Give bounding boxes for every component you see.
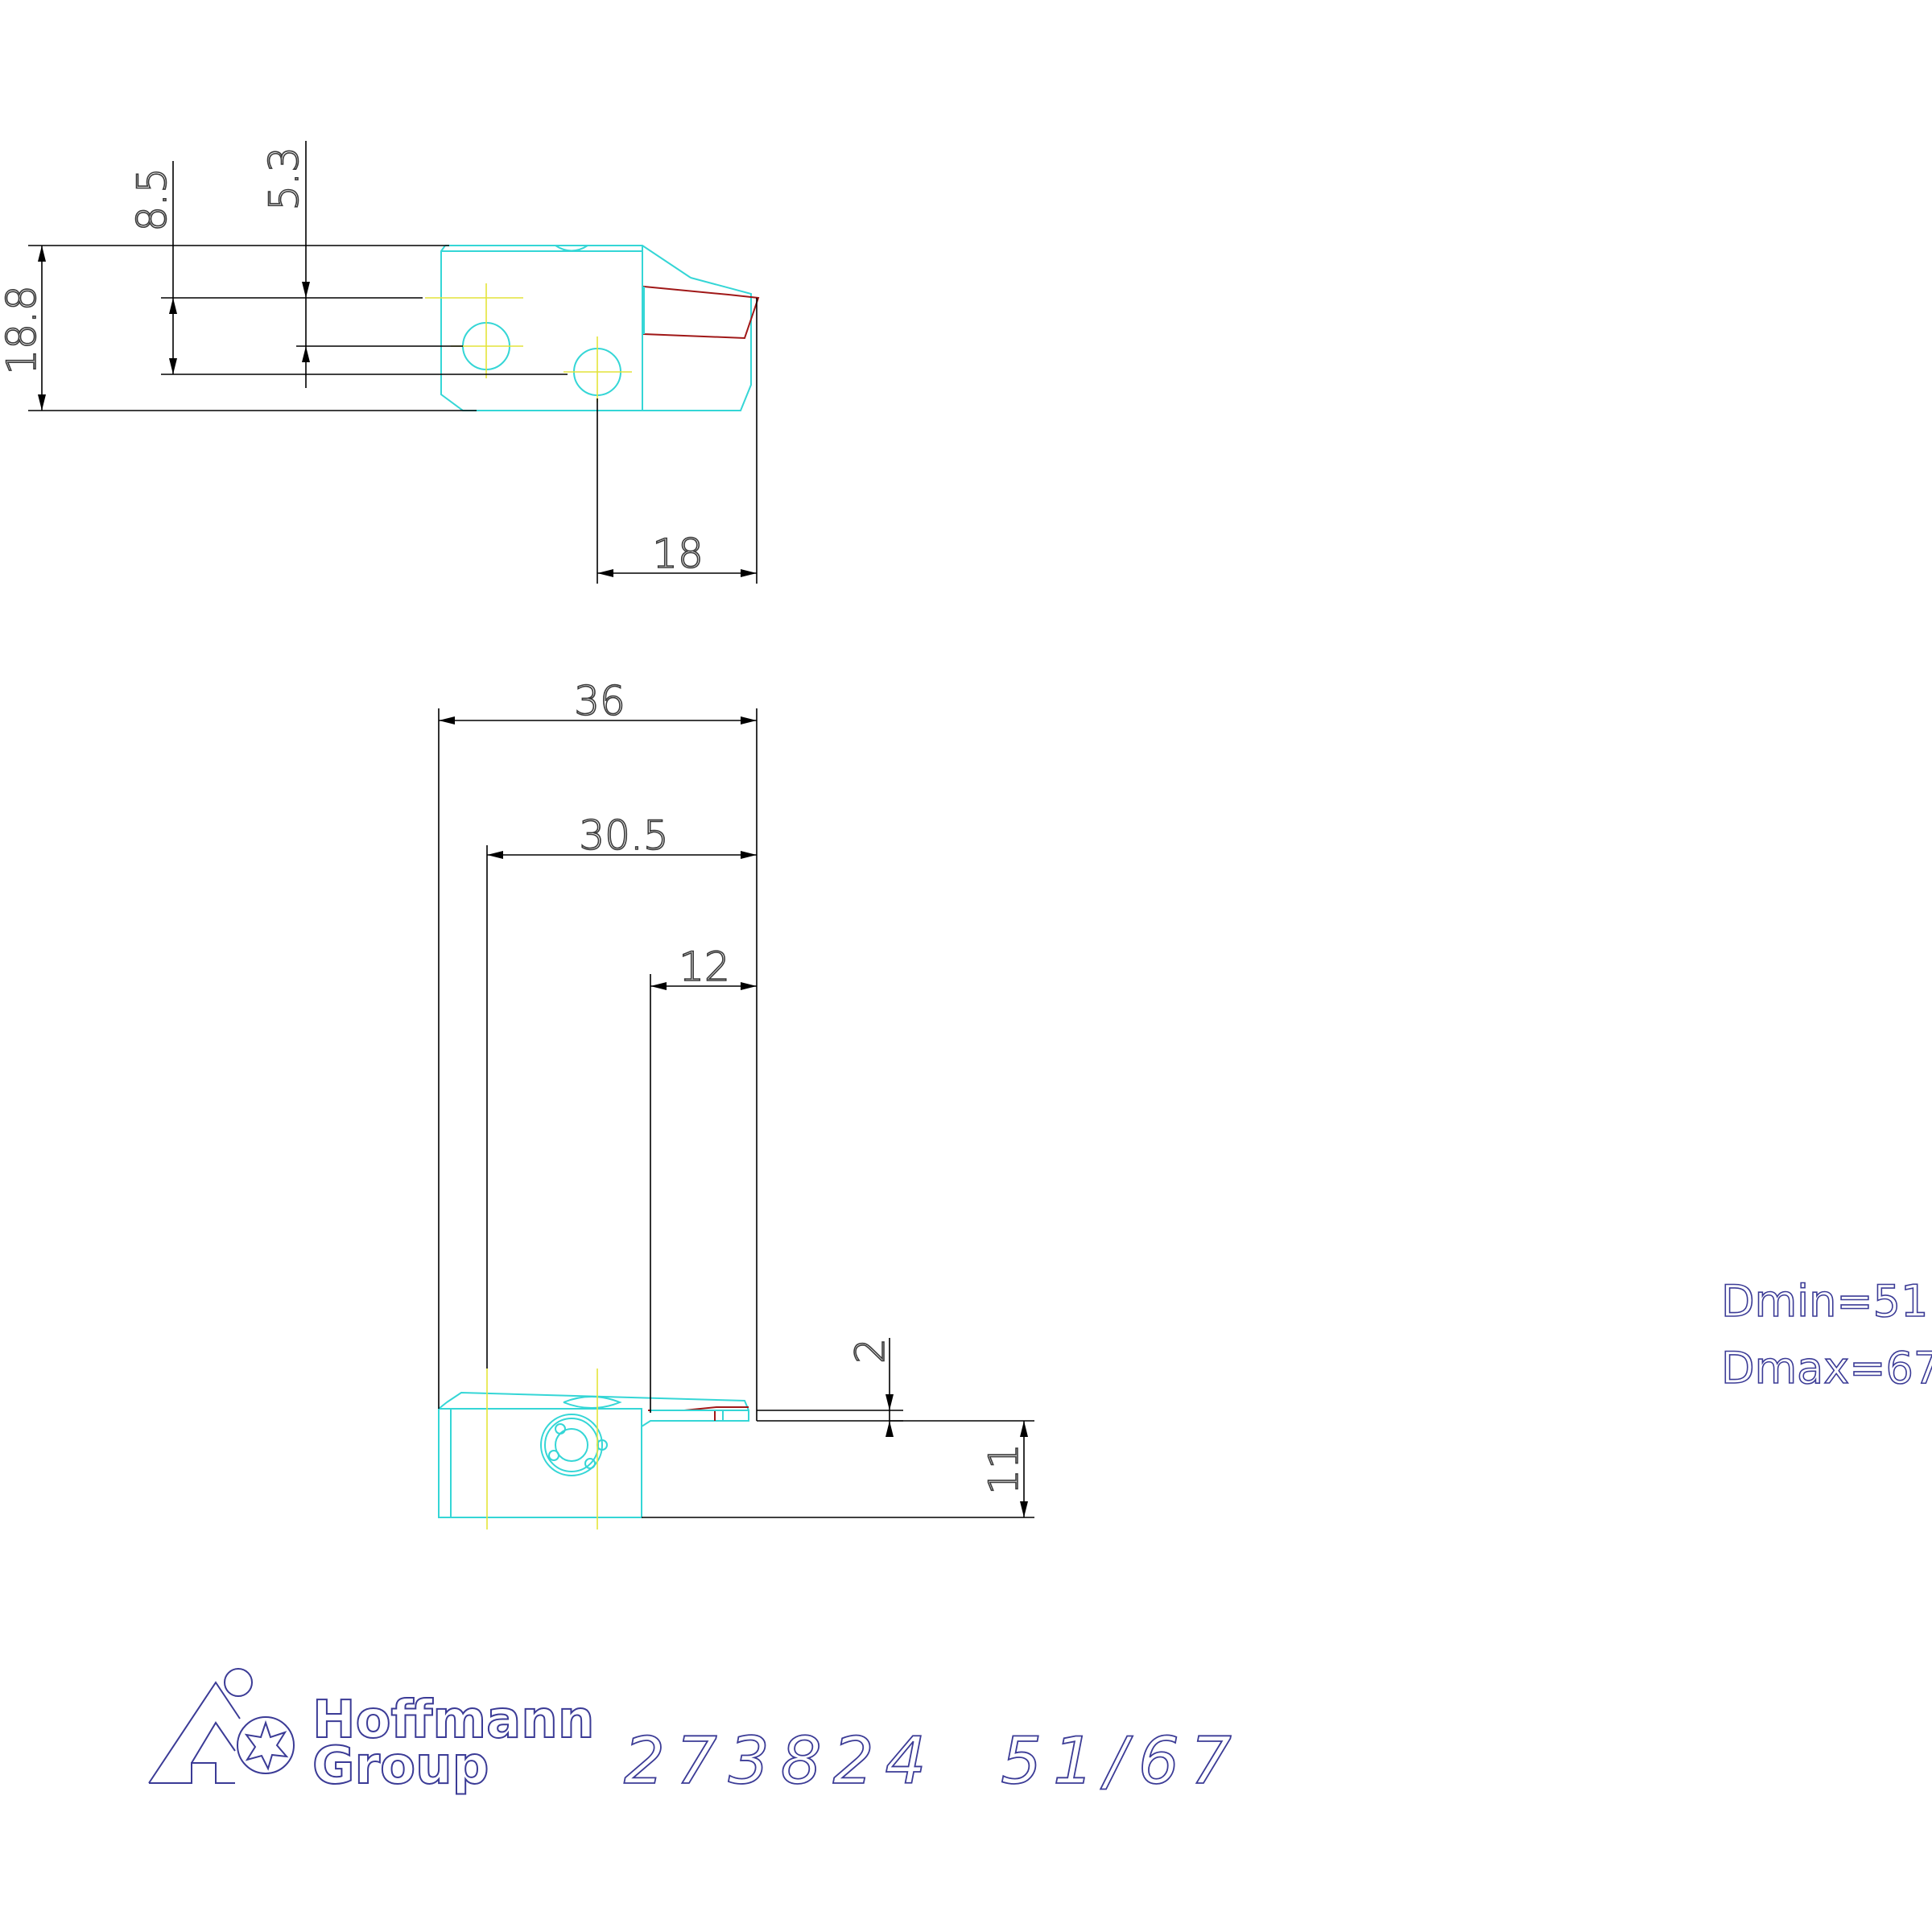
side-view-insert-seat <box>650 1410 749 1421</box>
dim-line-8-5 <box>161 161 568 375</box>
dim-line-11 <box>642 1420 1034 1518</box>
side-view-insert <box>648 1406 749 1421</box>
note-dmin: Dmin=51 <box>1721 1276 1928 1327</box>
side-view-notch <box>450 1396 622 1517</box>
dim-label-18: 18 <box>652 530 704 577</box>
dim-line-18-8 <box>28 245 477 411</box>
dim-line-36 <box>438 708 758 1421</box>
side-view-dimension-lines <box>438 708 1034 1518</box>
logo-mark-circle <box>224 1668 253 1697</box>
top-view-dimension-lines <box>28 141 758 584</box>
side-view-screw <box>540 1414 608 1476</box>
part-number: 273824 51/67 <box>624 1724 1243 1798</box>
dim-label-11: 11 <box>980 1443 1027 1495</box>
dim-label-8-5: 8.5 <box>129 167 175 232</box>
dim-label-2: 2 <box>847 1338 894 1364</box>
logo-mark-ring <box>237 1716 295 1774</box>
dim-line-30-5 <box>486 845 757 1368</box>
top-view-body-outline <box>440 245 752 411</box>
dim-label-12: 12 <box>679 943 730 990</box>
dim-label-36: 36 <box>574 678 625 724</box>
top-view-insert <box>643 285 760 340</box>
side-view-centerlines <box>486 1368 598 1530</box>
dim-label-18-8: 18.8 <box>0 285 45 374</box>
logo-text-line1: Hoffmann <box>312 1690 594 1750</box>
side-view <box>438 1368 749 1530</box>
dim-line-18 <box>597 298 758 584</box>
side-view-body-outline <box>438 1391 749 1518</box>
logo-star-icon <box>244 1719 289 1771</box>
dim-line-5-3 <box>296 141 463 388</box>
dim-label-5-3: 5.3 <box>261 147 308 211</box>
dim-label-30-5: 30.5 <box>579 812 668 859</box>
logo-text-line2: Group <box>312 1736 489 1796</box>
note-dmax: Dmax=67 <box>1721 1343 1932 1393</box>
top-view-centerlines <box>425 283 632 402</box>
dim-line-12 <box>650 974 757 1413</box>
top-view <box>425 245 760 411</box>
hoffmann-group-logo: Hoffmann Group <box>148 1668 595 1797</box>
top-view-notch <box>555 245 588 252</box>
logo-mark-icon <box>148 1681 241 1784</box>
